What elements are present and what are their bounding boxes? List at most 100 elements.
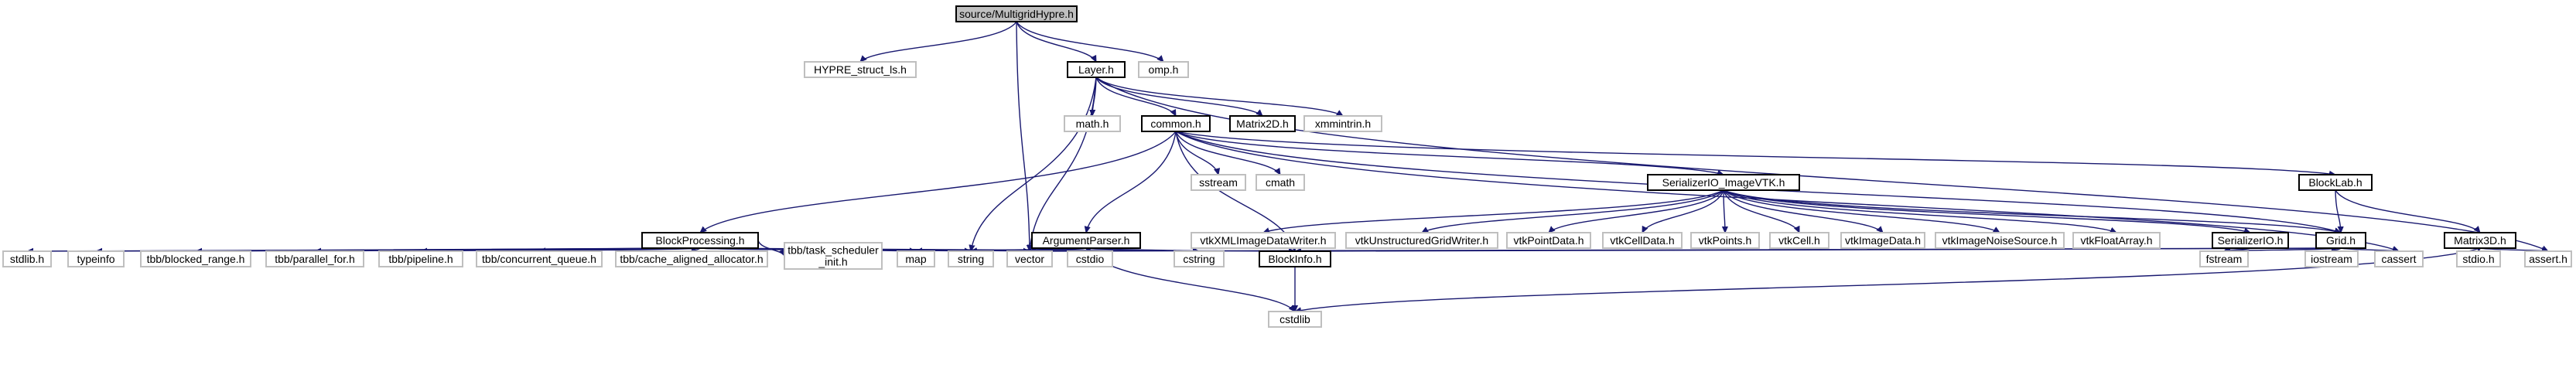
edge-layer-to-asserth: [1095, 77, 2548, 252]
node-vtkcelldata-label: vtkCellData.h: [1610, 234, 1674, 247]
edge-layer-to-common: [1095, 77, 1177, 116]
node-serial_vtk[interactable]: SerializerIO_ImageVTK.h: [1647, 174, 1800, 191]
node-omp-label: omp.h: [1149, 63, 1179, 76]
node-iostream: iostream: [2304, 250, 2359, 267]
node-argparser-label: ArgumentParser.h: [1043, 234, 1130, 247]
node-vtkpoints: vtkPoints.h: [1690, 232, 1760, 249]
edge-root-to-vector: [1016, 21, 1030, 251]
node-matrix3d[interactable]: Matrix3D.h: [2444, 232, 2516, 249]
edge-blocklab-to-grid: [2335, 189, 2341, 233]
node-mathh-box: [1064, 115, 1121, 132]
node-vtkfloat-label: vtkFloatArray.h: [2080, 234, 2152, 247]
node-fstream-label: fstream: [2206, 253, 2243, 265]
node-asserth-box: [2524, 250, 2572, 267]
node-tbb_cq-box: [476, 250, 603, 267]
node-cmath: cmath: [1256, 174, 1305, 191]
edge-matrix3d-to-cstdlib: [1295, 247, 2481, 312]
node-sstream-box: [1191, 174, 1246, 191]
node-vtkxml-label: vtkXMLImageDataWriter.h: [1200, 234, 1326, 247]
node-layer-box: [1067, 61, 1126, 78]
node-hypre-box: [804, 61, 917, 78]
node-blockinfo[interactable]: BlockInfo.h: [1259, 250, 1331, 267]
node-typeinfo: typeinfo: [67, 250, 125, 267]
node-argparser[interactable]: ArgumentParser.h: [1031, 232, 1141, 249]
node-stdlibh: stdlib.h: [2, 250, 52, 267]
node-iostream-box: [2304, 250, 2359, 267]
node-cstdio-label: cstdio: [1076, 253, 1105, 265]
edge-serial_vtk-to-vtkxml: [1263, 189, 1724, 233]
node-tbb_pipe-label: tbb/pipeline.h: [388, 253, 453, 265]
node-blockproc[interactable]: BlockProcessing.h: [641, 232, 759, 249]
node-cassert-box: [2374, 250, 2424, 267]
node-vtkfloat: vtkFloatArray.h: [2072, 232, 2161, 249]
node-vtkcelldata-box: [1602, 232, 1683, 249]
node-cmath-box: [1256, 174, 1305, 191]
node-xmm: xmmintrin.h: [1303, 115, 1382, 132]
node-grid[interactable]: Grid.h: [2315, 232, 2366, 249]
node-hypre: HYPRE_struct_ls.h: [804, 61, 917, 78]
node-blockinfo-box: [1259, 250, 1331, 267]
node-vtkpointdata-box: [1506, 232, 1591, 249]
node-tbb_pf-label: tbb/parallel_for.h: [275, 253, 355, 265]
edge-common-to-blockproc: [700, 131, 1177, 233]
node-tbb_ts-label: _init.h: [818, 256, 847, 268]
edge-common-to-cassert: [1175, 131, 2399, 251]
node-vtkpoints-label: vtkPoints.h: [1699, 234, 1751, 247]
edge-layer-to-string: [971, 77, 1097, 251]
node-root-label: source/MultigridHypre.h: [959, 8, 1074, 20]
edge-common-to-blocklab: [1175, 131, 2335, 175]
node-map-box: [897, 250, 935, 267]
node-vtkpointdata-label: vtkPointData.h: [1513, 234, 1584, 247]
edge-serial_vtk-to-grid: [1723, 189, 2341, 233]
node-stdioh-box: [2456, 250, 2501, 267]
node-blockproc-box: [641, 232, 759, 249]
edge-serial_vtk-to-serialio: [1723, 189, 2250, 233]
node-typeinfo-label: typeinfo: [77, 253, 114, 265]
node-matrix2d[interactable]: Matrix2D.h: [1229, 115, 1296, 132]
node-cstring: cstring: [1174, 250, 1225, 267]
node-common-box: [1141, 115, 1211, 132]
node-string-box: [948, 250, 994, 267]
edge-root-to-layer: [1016, 21, 1097, 62]
node-blocklab[interactable]: BlockLab.h: [2298, 174, 2373, 191]
node-vtkcell-label: vtkCell.h: [1778, 234, 1820, 247]
node-common-label: common.h: [1150, 117, 1201, 130]
edge-serial_vtk-to-vtkcell: [1723, 189, 1800, 233]
node-vector: vector: [1006, 250, 1053, 267]
node-vector-label: vector: [1015, 253, 1044, 265]
node-layer-label: Layer.h: [1078, 63, 1114, 76]
edge-serial_vtk-to-vtkcelldata: [1642, 189, 1724, 233]
node-iostream-label: iostream: [2311, 253, 2352, 265]
node-asserth: assert.h: [2524, 250, 2572, 267]
edge-serial_vtk-to-vtknoise: [1723, 189, 2000, 233]
node-vtkpointdata: vtkPointData.h: [1506, 232, 1591, 249]
node-tbb_ts-box: [784, 242, 883, 270]
node-xmm-box: [1303, 115, 1382, 132]
node-serialio[interactable]: SerializerIO.h: [2212, 232, 2289, 249]
node-tbb_br: tbb/blocked_range.h: [140, 250, 251, 267]
node-serial_vtk-box: [1647, 174, 1800, 191]
node-tbb_cache-label: tbb/cache_aligned_allocator.h: [620, 253, 763, 265]
edge-blocklab-to-matrix3d: [2335, 189, 2480, 233]
node-root[interactable]: source/MultigridHypre.h: [955, 5, 1078, 22]
node-tbb_pipe: tbb/pipeline.h: [378, 250, 463, 267]
node-blocklab-label: BlockLab.h: [2308, 176, 2362, 189]
node-xmm-label: xmmintrin.h: [1315, 117, 1371, 130]
node-cstring-label: cstring: [1183, 253, 1215, 265]
node-cstdio: cstdio: [1067, 250, 1113, 267]
node-tbb_cache: tbb/cache_aligned_allocator.h: [615, 250, 768, 267]
node-hypre-label: HYPRE_struct_ls.h: [814, 63, 907, 76]
node-string-label: string: [958, 253, 984, 265]
node-vtkxml: vtkXMLImageDataWriter.h: [1191, 232, 1336, 249]
node-vtkpoints-box: [1690, 232, 1760, 249]
node-matrix2d-box: [1229, 115, 1296, 132]
node-layer[interactable]: Layer.h: [1067, 61, 1126, 78]
node-asserth-label: assert.h: [2529, 253, 2567, 265]
node-vtkimagedata-box: [1840, 232, 1925, 249]
node-common[interactable]: common.h: [1141, 115, 1211, 132]
node-mathh-label: math.h: [1076, 117, 1109, 130]
node-vtknoise: vtkImageNoiseSource.h: [1935, 232, 2065, 249]
node-layer: source/MultigridHypre.hHYPRE_struct_ls.h…: [2, 5, 2572, 328]
node-omp: omp.h: [1138, 61, 1189, 78]
